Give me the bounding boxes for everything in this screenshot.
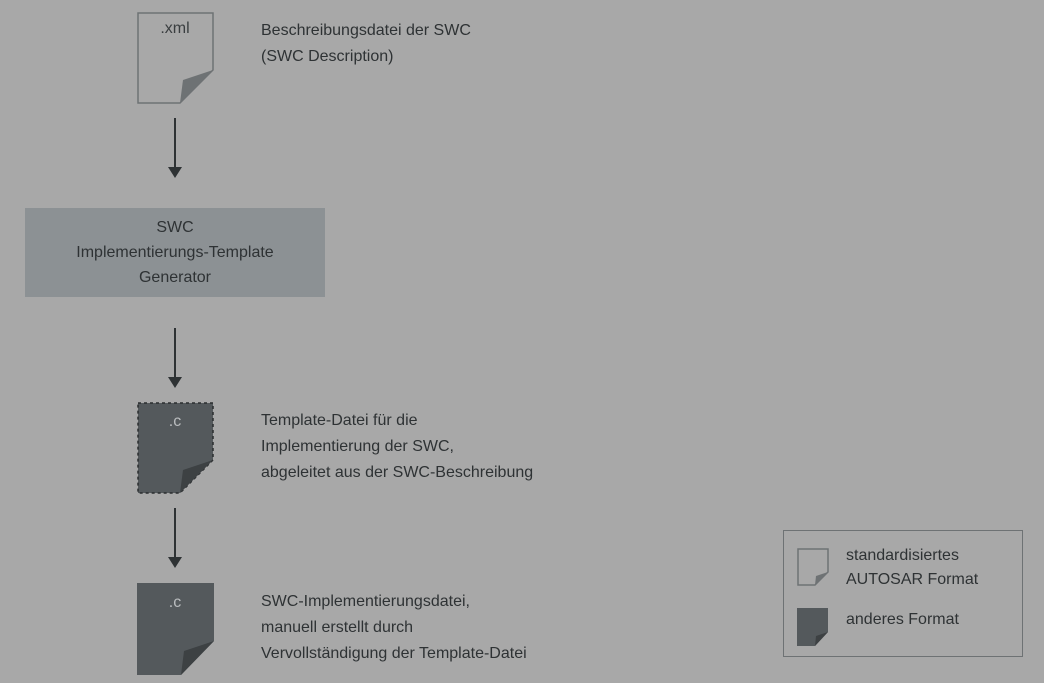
outline-document-icon — [797, 548, 829, 586]
legend-standard-line: standardisiertes — [846, 547, 959, 564]
generator-line: Implementierungs-Template — [76, 244, 274, 261]
implementation-c-document-icon — [137, 583, 215, 675]
xml-extension-label: .xml — [160, 20, 190, 37]
xml-document-icon — [137, 12, 215, 104]
legend-standard-line: AUTOSAR Format — [846, 571, 979, 588]
xml-description-line: (SWC Description) — [261, 48, 394, 65]
arrow-down-icon — [167, 118, 183, 180]
implementation-c-description: SWC-Implementierungsdatei, manuell erste… — [261, 589, 527, 667]
generator-line: SWC — [156, 219, 194, 236]
implementation-description-line: manuell erstellt durch — [261, 619, 414, 636]
legend-item-other: anderes Format — [846, 608, 959, 632]
arrow-down-icon — [167, 508, 183, 570]
template-description-line: abgeleitet aus der SWC-Beschreibung — [261, 464, 534, 481]
legend — [783, 530, 1023, 657]
template-c-description: Template-Datei für die Implementierung d… — [261, 408, 533, 486]
xml-description: Beschreibungsdatei der SWC (SWC Descript… — [261, 18, 471, 70]
template-description-line: Implementierung der SWC, — [261, 438, 454, 455]
generator-line: Generator — [138, 269, 212, 286]
implementation-description-line: SWC-Implementierungsdatei, — [261, 593, 470, 610]
legend-item-standard: standardisiertes AUTOSAR Format — [846, 544, 978, 592]
arrow-down-icon — [167, 328, 183, 390]
implementation-c-extension-label: .c — [168, 594, 182, 611]
template-c-document-icon — [137, 402, 215, 494]
template-description-line: Template-Datei für die — [261, 412, 418, 429]
xml-description-line: Beschreibungsdatei der SWC — [261, 22, 471, 39]
filled-document-icon — [797, 608, 829, 646]
implementation-description-line: Vervollständigung der Template-Datei — [261, 645, 527, 662]
template-c-extension-label: .c — [168, 413, 182, 430]
legend-other-line: anderes Format — [846, 611, 959, 628]
template-generator-box: SWC Implementierungs-Template Generator — [25, 208, 325, 297]
